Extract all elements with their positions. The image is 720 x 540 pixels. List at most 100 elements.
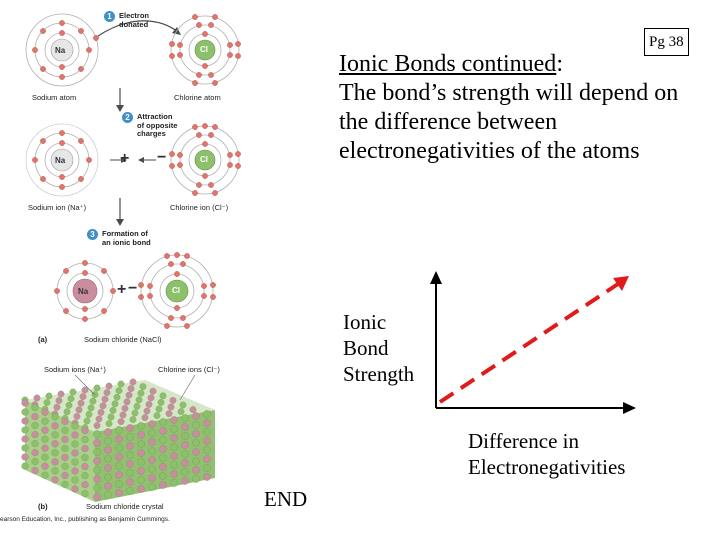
chlorine-ions-label: Chlorine ions (Cl⁻): [158, 365, 220, 374]
crystal-ion: [137, 422, 145, 430]
crystal-ion: [109, 407, 117, 414]
end-label: END: [264, 487, 308, 511]
step-2-line-3: charges: [137, 129, 166, 138]
crystal-ion: [177, 408, 185, 415]
crystal-ion: [41, 444, 49, 452]
crystal-ion: [51, 467, 59, 475]
crystal-ion: [41, 471, 49, 479]
crystal-ion: [45, 392, 53, 400]
crystal-ion: [126, 451, 134, 459]
crystal-ion: [137, 485, 145, 493]
crystal-ion: [137, 476, 145, 484]
crystal-ion: [179, 401, 187, 409]
crystal-ion: [170, 416, 178, 424]
crystal-ion: [159, 418, 167, 426]
crystal-ion: [81, 463, 89, 471]
crystal-ion: [71, 449, 79, 457]
crystal-ion: [41, 417, 49, 425]
step-2-line-1: Attraction: [137, 112, 173, 121]
plus-symbol-bond: +: [117, 281, 127, 298]
crystal-ion: [21, 435, 29, 443]
crystal-ion: [126, 460, 134, 468]
chlorine-atom-diagram: [169, 14, 241, 86]
crystal-ion: [181, 441, 189, 449]
crystal-ion: [99, 402, 107, 410]
heading-colon: :: [556, 51, 563, 77]
crystal-ion: [126, 469, 134, 477]
trend-line: [438, 280, 623, 404]
plus-charge-symbol: +: [120, 150, 130, 167]
crystal-ion: [115, 444, 123, 452]
crystal-ion: [61, 462, 69, 470]
crystal-ion: [123, 398, 131, 406]
cl-symbol-2: Cl: [200, 155, 208, 164]
crystal-ion: [65, 401, 73, 409]
crystal-ion: [31, 467, 39, 475]
crystal-ion: [189, 406, 197, 413]
crystal-ion: [126, 478, 134, 486]
crystal-ion: [104, 464, 112, 472]
crystal-ion: [31, 440, 39, 448]
crystal-ion: [93, 384, 101, 392]
crystal-ion: [148, 420, 156, 428]
sodium-atom-label: Sodium atom: [32, 93, 77, 102]
crystal-ion: [104, 437, 112, 445]
step-1-line-2: donated: [119, 19, 149, 29]
crystal-ion: [143, 407, 151, 415]
crystal-ion: [31, 458, 39, 466]
crystal-ion: [41, 462, 49, 470]
crystal-ion: [170, 452, 178, 460]
crystal-ion: [21, 399, 29, 407]
step-2-line-2: of opposite: [137, 120, 178, 130]
nacl-caption: Sodium chloride (NaCl): [84, 335, 162, 344]
crystal-ion: [115, 489, 123, 497]
crystal-ion: [61, 471, 69, 479]
crystal-ion: [203, 437, 211, 445]
crystal-ion: [137, 440, 145, 448]
crystal-ion: [71, 458, 79, 466]
crystal-ion: [192, 430, 200, 438]
y-axis-label: Ionic Bond Strength: [343, 309, 414, 387]
x-axis-arrowhead: [623, 402, 636, 414]
y-label-line-1: Ionic: [343, 310, 387, 334]
crystal-ion: [81, 427, 89, 435]
crystal-ion: [181, 468, 189, 476]
crystal-ion: [81, 436, 89, 444]
step-1-badge: 1: [104, 11, 115, 22]
crystal-ion: [81, 386, 89, 394]
step-2-badge: 2: [122, 112, 133, 123]
crystal-ion: [104, 482, 112, 490]
crystal-ion: [170, 461, 178, 469]
ionic-bond-pair-diagram: [54, 252, 216, 329]
crystal-ion: [203, 410, 211, 418]
crystal-ion: [95, 415, 103, 423]
crystal-ion: [83, 417, 91, 425]
crystal-ion: [170, 434, 178, 442]
crystal-ion: [71, 485, 79, 493]
crystal-ion: [113, 393, 121, 401]
crystal-ion: [148, 438, 156, 446]
crystal-ion: [148, 456, 156, 464]
cl-symbol-1: Cl: [200, 45, 208, 54]
crystal-ion: [81, 490, 89, 498]
page-reference-box: Pg 38: [644, 28, 689, 56]
x-label-line-2: Electronegativities: [468, 455, 626, 479]
step-3-badge: 3: [87, 229, 98, 240]
crystal-ion: [181, 459, 189, 467]
crystal-ion: [115, 426, 123, 434]
crystal-ion: [89, 397, 97, 405]
crystal-ion: [126, 424, 134, 432]
crystal-ion: [167, 403, 175, 411]
crystal-ion: [73, 413, 81, 420]
main-text-block: Ionic Bonds continued: The bond’s streng…: [339, 50, 684, 166]
crystal-ion: [33, 394, 41, 402]
trend-graph: [430, 271, 636, 414]
crystal-ion: [41, 435, 49, 443]
x-label-line-1: Difference in: [468, 429, 579, 453]
crystal-ion: [21, 462, 29, 470]
sodium-atom-diagram: [25, 13, 99, 87]
crystal-ion: [192, 466, 200, 474]
crystal-ion: [126, 433, 134, 441]
crystal-ion: [155, 405, 163, 413]
crystal-ion: [126, 487, 134, 495]
